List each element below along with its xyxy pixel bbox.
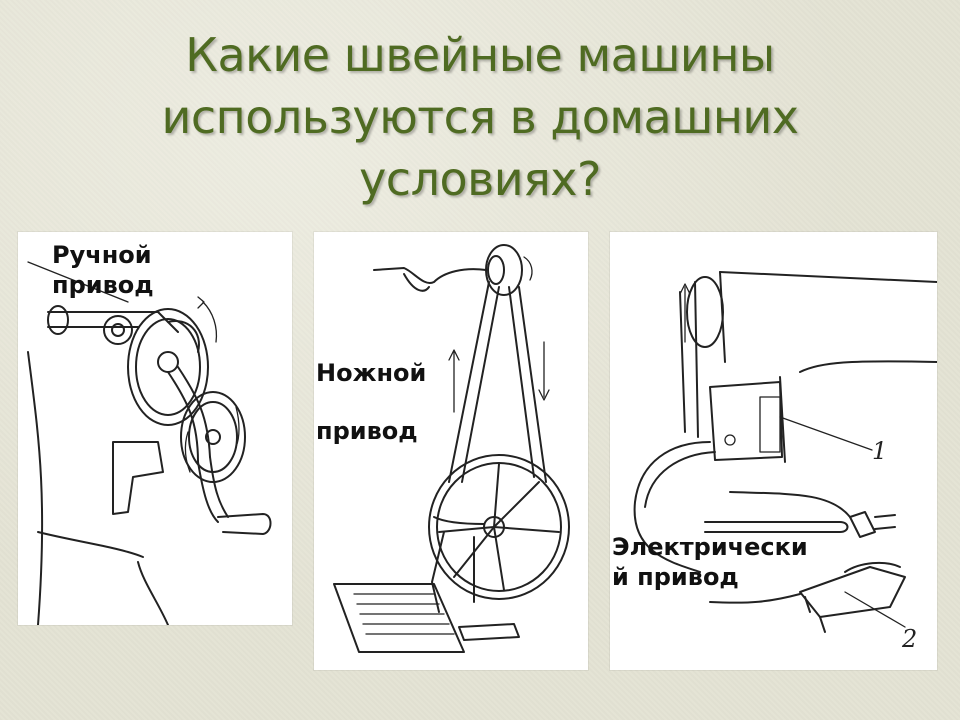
foot-drive-label-line2: привод — [316, 417, 418, 445]
title-line-1: Какие швейные машины — [185, 28, 775, 82]
manual-drive-panel: Ручной привод — [18, 232, 292, 625]
manual-drive-label: Ручной привод — [52, 241, 154, 299]
electric-drive-label: Электрически й привод — [612, 533, 808, 591]
manual-drive-illustration — [27, 261, 272, 625]
electric-drive-illustration — [633, 271, 937, 633]
foot-drive-illustration — [333, 244, 570, 653]
foot-drive-label-line1: Ножной — [316, 359, 427, 387]
foot-drive-panel: Ножной привод — [314, 232, 588, 670]
title-line-3: условиях? — [359, 152, 601, 206]
title-line-2: используются в домашних — [161, 90, 799, 144]
electric-drive-panel: 1 2 Электрически й привод — [610, 232, 937, 670]
slide-title: Какие швейные машины используются в дома… — [60, 24, 900, 210]
callout-2: 2 — [902, 625, 918, 653]
callout-1: 1 — [872, 437, 888, 465]
